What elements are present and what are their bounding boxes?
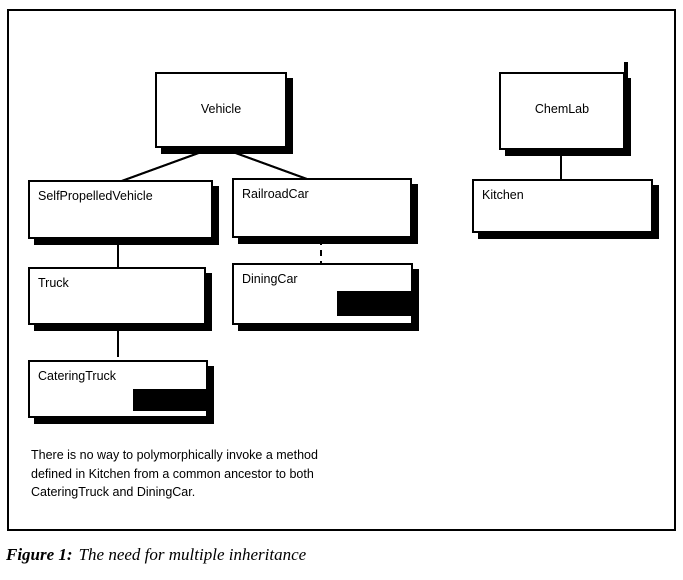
- class-label-truck: Truck: [38, 276, 69, 290]
- class-box-self-propelled-vehicle[interactable]: SelfPropelledVehicle: [28, 180, 213, 239]
- class-label-self-propelled-vehicle: SelfPropelledVehicle: [38, 189, 153, 203]
- diagram-note-line-3: CateringTruck and DiningCar.: [31, 485, 196, 499]
- diagram-note: There is no way to polymorphically invok…: [31, 446, 451, 502]
- frame-scan-artifact: [624, 62, 628, 92]
- class-label-chem-lab: ChemLab: [534, 102, 590, 116]
- diagram-note-line-2: defined in Kitchen from a common ancesto…: [31, 466, 314, 481]
- member-bar-dining-car: [337, 291, 413, 316]
- class-box-chem-lab[interactable]: ChemLab: [499, 72, 625, 150]
- connector-truck-cateringtruck: [117, 325, 119, 357]
- class-label-vehicle: Vehicle: [200, 102, 242, 116]
- connector-railroadcar-diningcar: [320, 239, 322, 267]
- figure-caption-text: The need for multiple inheritance: [78, 545, 307, 564]
- class-box-truck[interactable]: Truck: [28, 267, 206, 325]
- member-bar-catering-truck: [133, 389, 212, 411]
- class-box-railroad-car[interactable]: RailroadCar: [232, 178, 412, 238]
- class-diagram: Vehicle SelfPropelledVehicle RailroadCar…: [28, 72, 653, 502]
- class-box-kitchen[interactable]: Kitchen: [472, 179, 653, 233]
- figure-caption-label: Figure 1:: [6, 545, 73, 564]
- class-box-vehicle[interactable]: Vehicle: [155, 72, 287, 148]
- figure-caption: Figure 1: The need for multiple inheritan…: [6, 545, 666, 565]
- class-label-kitchen: Kitchen: [482, 188, 524, 202]
- connector-chemlab-kitchen: [560, 150, 562, 180]
- connector-selfpropelledvehicle-truck: [117, 239, 119, 269]
- diagram-note-line-1: There is no way to polymorphically invok…: [31, 448, 318, 462]
- class-label-catering-truck: CateringTruck: [38, 369, 117, 383]
- class-label-railroad-car: RailroadCar: [242, 187, 309, 201]
- class-label-dining-car: DiningCar: [242, 272, 298, 286]
